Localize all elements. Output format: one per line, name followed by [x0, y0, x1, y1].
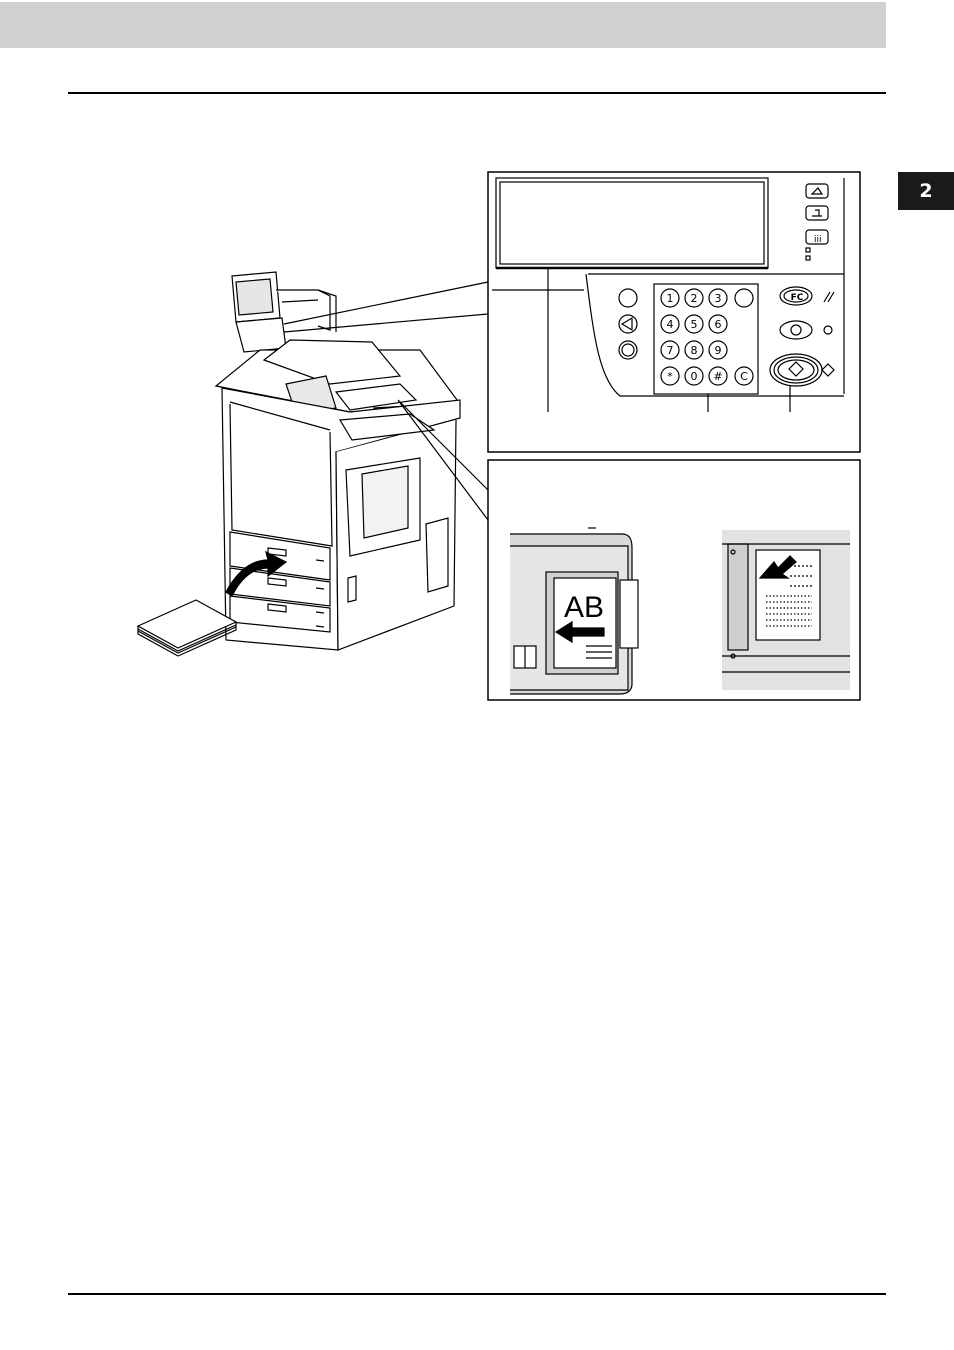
original-sample-text: AB	[564, 591, 604, 624]
footer-rule	[68, 1293, 886, 1295]
svg-text:4: 4	[667, 318, 674, 331]
svg-text:C: C	[740, 370, 748, 383]
touch-panel-icon	[495, 177, 769, 270]
adf-detail-icon: AB	[510, 527, 639, 695]
header-bar	[0, 2, 886, 48]
svg-text:1: 1	[667, 292, 674, 305]
control-panel-icon	[231, 271, 337, 353]
svg-text:3: 3	[715, 292, 722, 305]
svg-text:#: #	[713, 370, 722, 383]
arrow-icon	[225, 550, 288, 597]
paper-stack-icon	[136, 599, 238, 657]
svg-text:0: 0	[691, 370, 698, 383]
start-button-icon	[769, 353, 835, 387]
svg-text:7: 7	[667, 344, 674, 357]
svg-text:iii: iii	[814, 235, 822, 245]
svg-text:6: 6	[715, 318, 722, 331]
svg-text:8: 8	[691, 344, 698, 357]
svg-text:5: 5	[691, 318, 698, 331]
svg-text:*: *	[667, 370, 673, 383]
svg-text:2: 2	[691, 292, 698, 305]
header-rule	[68, 92, 886, 94]
keypad-icon: 1 2 3 4 5 6 7 8 9 * 0 # C	[653, 283, 759, 395]
chapter-number: 2	[919, 180, 933, 202]
svg-text:FC: FC	[791, 293, 804, 303]
platen-detail-icon	[722, 530, 850, 690]
chapter-tab: 2	[898, 172, 954, 210]
copier-icon	[214, 271, 462, 651]
svg-text:9: 9	[715, 344, 722, 357]
